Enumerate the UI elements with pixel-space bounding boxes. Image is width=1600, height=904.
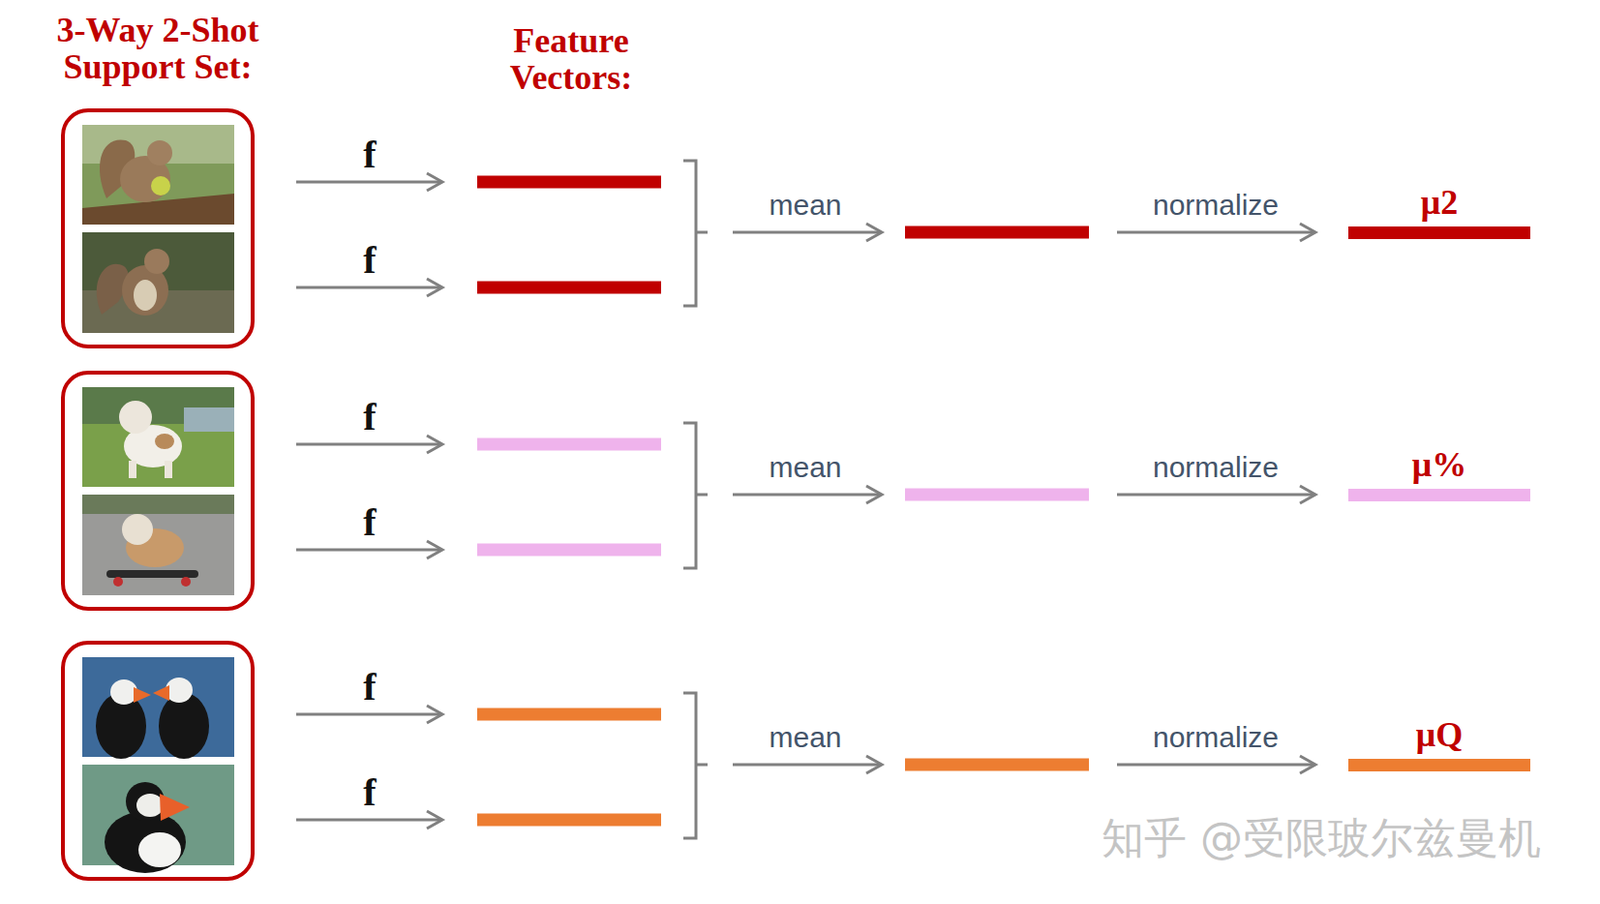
bracket [683,160,708,306]
puffin-face [110,679,138,705]
function-label: f [362,666,376,708]
arrow-label: normalize [1152,189,1279,221]
arrowhead [866,755,882,774]
function-label: f [362,240,376,281]
prototype-bar: μ2 [1348,181,1531,240]
bracket [683,422,708,569]
support-box [62,110,253,347]
water [183,407,235,432]
arrow [732,493,881,497]
arrow [1116,763,1315,767]
arrowhead [426,705,443,724]
leg [164,460,173,479]
feature-bar [477,543,662,557]
puffin [158,693,210,759]
arrow-label: mean [768,189,842,221]
arrow [296,181,442,184]
beak [133,687,151,703]
photo [82,494,235,596]
watermark: 知乎 @受限玻尔兹曼机 [1101,815,1541,861]
support-box [62,372,253,609]
arrow [1116,231,1315,235]
vector-bar [1348,226,1531,240]
vector-bar [1348,758,1531,772]
skateboard [106,570,199,578]
apple [150,176,171,196]
puffin-face [165,677,193,703]
photo [82,232,235,333]
bracket [683,693,708,839]
head [147,140,173,166]
function-label: f [362,772,376,814]
arrow [296,548,442,552]
arrowhead [426,435,443,453]
patch [154,433,175,450]
arrowhead [426,173,443,191]
row-bulldog [62,372,1316,609]
photo [82,387,235,487]
leg [128,460,137,479]
dog-head [121,513,153,545]
heading: Feature Vectors: [454,23,688,97]
arrow-label: mean [768,722,842,754]
dog-head [119,400,152,434]
photo [82,124,235,225]
function-label: f [362,134,376,176]
head [125,782,165,821]
feature-bar [477,281,662,295]
arrow [296,818,442,822]
arrow-label: mean [768,452,842,484]
arrowhead [866,223,882,242]
beak [159,793,190,821]
arrowhead [1299,755,1316,774]
feature-bar [477,814,662,827]
prototype-bar: μQ [1348,714,1531,772]
arrowhead [1299,485,1316,504]
heading: 3-Way 2-Shot Support Set: [12,12,303,87]
arrow-label: normalize [1152,722,1279,754]
arrow [1116,493,1315,497]
prototype-bar: μ% [1348,444,1531,502]
function-label: f [362,396,376,438]
prototype-label: μQ [1348,714,1531,755]
prototype-label: μ% [1348,444,1531,485]
mean-bar [905,226,1089,240]
wheel [181,576,191,587]
arrow-label: normalize [1152,452,1279,484]
belly [133,279,157,311]
beak [152,685,170,701]
prototype-label: μ2 [1348,181,1531,223]
arrow [296,443,442,447]
hedge [82,494,235,514]
row-squirrel [62,110,1316,347]
wheel [113,576,123,587]
arrow [732,231,881,235]
arrowhead [426,811,443,829]
feature-bar [477,708,662,722]
arrowhead [426,278,443,297]
feature-bar [477,438,662,452]
feature-bar [477,176,662,189]
head [144,248,170,274]
arrowhead [426,541,443,559]
mean-bar [905,488,1089,502]
function-label: f [362,502,376,544]
mean-bar [905,758,1089,772]
arrowhead [1299,223,1316,242]
arrow [296,286,442,290]
support-box [62,642,253,879]
arrow [732,763,881,767]
chest [138,832,182,868]
arrow [296,713,442,717]
puffin-face [136,793,164,817]
arrowhead [866,485,882,504]
vector-bar [1348,488,1531,502]
